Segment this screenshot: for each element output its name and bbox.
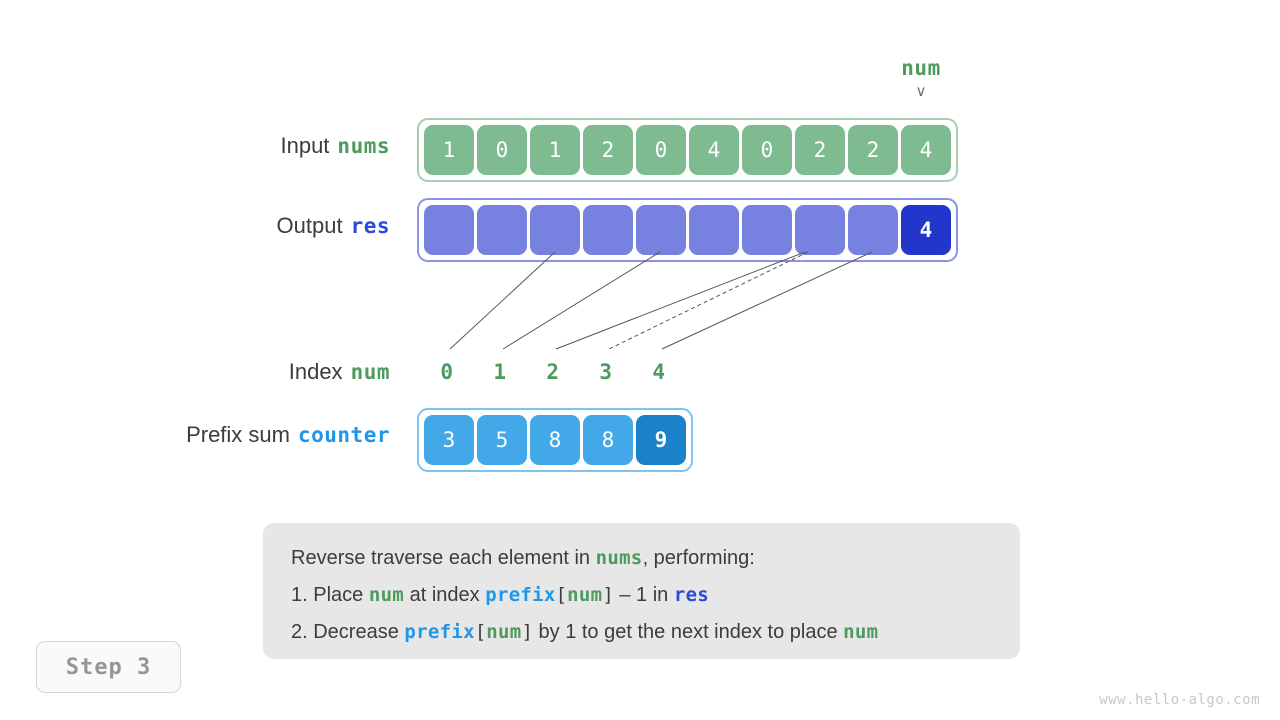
nums-cell: 4 (689, 125, 739, 175)
nums-cell: 2 (583, 125, 633, 175)
caption-line-2: 1. Place num at index prefix[num] – 1 in… (291, 577, 992, 614)
caption-line-1: Reverse traverse each element in nums, p… (291, 540, 992, 577)
num-pointer: num ∨ (894, 55, 948, 99)
counter-cell: 3 (424, 415, 474, 465)
index-tick: 2 (546, 360, 560, 384)
index-tick: 1 (493, 360, 507, 384)
caption-3-num: num (486, 621, 522, 643)
nums-cell: 2 (848, 125, 898, 175)
row-label-prefix-sum-code: counter (297, 423, 390, 447)
row-label-output-prefix: Output (276, 213, 343, 238)
res-cell (583, 205, 633, 255)
caption-2-text-b: at index (404, 584, 486, 606)
res-cell (795, 205, 845, 255)
res-cell (636, 205, 686, 255)
index-tick: 3 (599, 360, 613, 384)
connector-line (502, 251, 661, 350)
caption-1-text-a: Reverse traverse each element in (291, 547, 596, 569)
connector-line (608, 251, 809, 350)
res-cell (477, 205, 527, 255)
nums-cell: 2 (795, 125, 845, 175)
nums-cell: 1 (424, 125, 474, 175)
caption-3-text-a: 2. Decrease (291, 621, 405, 643)
res-cell: 4 (901, 205, 951, 255)
array-res: 4 (417, 198, 958, 262)
index-tick-row: 0 1 2 3 4 (417, 358, 689, 386)
nums-cell: 0 (636, 125, 686, 175)
row-label-input: Input nums (110, 132, 390, 160)
counter-cell: 5 (477, 415, 527, 465)
caption-2-text-c: – 1 in (613, 584, 674, 606)
nums-cell: 1 (530, 125, 580, 175)
counter-cell: 9 (636, 415, 686, 465)
caption-2-num: num (368, 584, 405, 606)
res-cell (848, 205, 898, 255)
step-badge-label: Step 3 (65, 654, 152, 680)
step-badge: Step 3 (36, 641, 181, 693)
num-pointer-label: num (901, 56, 941, 80)
caption-2-prefix: prefix (485, 584, 556, 606)
row-label-output-code: res (350, 214, 390, 238)
res-cell (742, 205, 792, 255)
row-label-index: Index num (110, 358, 390, 386)
res-cell (689, 205, 739, 255)
res-cell (530, 205, 580, 255)
index-tick: 0 (440, 360, 454, 384)
chevron-down-icon: ∨ (915, 82, 927, 100)
row-label-output: Output res (110, 212, 390, 240)
row-label-index-code: num (350, 360, 390, 384)
connector-line (661, 251, 873, 350)
caption-line-3: 2. Decrease prefix[num] by 1 to get the … (291, 614, 992, 651)
caption-2-res: res (673, 584, 710, 606)
row-label-index-prefix: Index (288, 359, 343, 384)
index-tick: 4 (652, 360, 666, 384)
caption-3-bracket-close: ] (521, 621, 533, 643)
caption-3-num-2: num (843, 621, 879, 643)
caption-2-bracket-open: [ (555, 584, 568, 606)
caption-box: Reverse traverse each element in nums, p… (263, 523, 1020, 659)
row-label-input-code: nums (337, 134, 390, 158)
caption-3-prefix: prefix (404, 621, 475, 643)
caption-1-text-b: , performing: (642, 547, 755, 569)
nums-cell: 4 (901, 125, 951, 175)
caption-2-num-2: num (567, 584, 603, 606)
caption-1-nums: nums (595, 547, 643, 569)
row-label-input-prefix: Input (280, 133, 330, 158)
caption-2-text-a: 1. Place (291, 584, 369, 606)
caption-2-bracket-close: ] (602, 584, 614, 606)
connector-line (449, 251, 556, 350)
nums-cell: 0 (742, 125, 792, 175)
nums-cell: 0 (477, 125, 527, 175)
caption-3-bracket-open: [ (474, 621, 487, 643)
row-label-prefix-sum-prefix: Prefix sum (186, 422, 290, 447)
row-label-prefix-sum: Prefix sum counter (90, 421, 390, 449)
connector-line (555, 251, 806, 350)
caption-3-text-b: by 1 to get the next index to place (532, 621, 844, 643)
counter-cell: 8 (530, 415, 580, 465)
watermark: www.hello-algo.com (1099, 692, 1260, 708)
res-cell (424, 205, 474, 255)
counter-cell: 8 (583, 415, 633, 465)
